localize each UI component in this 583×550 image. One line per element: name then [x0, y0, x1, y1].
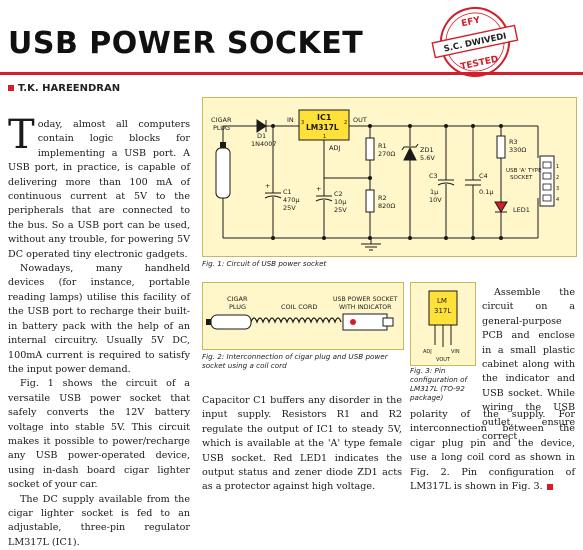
right-column-continued: polarity of the supply. For interconnect… [410, 408, 575, 494]
svg-text:+: + [316, 185, 321, 193]
author-name: T.K. HAREENDRAN [18, 83, 121, 94]
svg-text:1N4007: 1N4007 [251, 140, 277, 148]
efy-tested-stamp: EFY S.C. DWIVEDI TESTED [431, 7, 519, 77]
svg-text:ZD1: ZD1 [420, 146, 434, 154]
svg-text:270Ω: 270Ω [378, 150, 395, 158]
svg-text:LED1: LED1 [513, 206, 530, 214]
svg-text:IN: IN [287, 116, 294, 124]
svg-text:CIGAR: CIGAR [227, 295, 248, 303]
page-title: USB POWER SOCKET [8, 26, 364, 61]
svg-text:VOUT: VOUT [436, 357, 451, 363]
svg-text:3: 3 [556, 186, 559, 192]
middle-column: Capacitor C1 buffers any disorder in the… [202, 394, 402, 495]
svg-text:25V: 25V [334, 206, 347, 214]
figure-3-box: LM 317L ADJ VOUT VIN [410, 282, 476, 366]
svg-text:OUT: OUT [353, 116, 367, 124]
svg-text:SOCKET: SOCKET [510, 175, 533, 181]
svg-text:IC1: IC1 [317, 113, 332, 122]
svg-text:4: 4 [556, 197, 559, 203]
svg-text:25V: 25V [283, 204, 296, 212]
svg-text:1μ: 1μ [430, 188, 438, 196]
svg-text:USB 'A' TYPE: USB 'A' TYPE [506, 168, 542, 174]
stamp-top: EFY [461, 15, 482, 29]
svg-text:10V: 10V [429, 196, 442, 204]
svg-text:LM: LM [437, 297, 447, 305]
svg-text:0.1μ: 0.1μ [479, 188, 493, 196]
svg-text:C1: C1 [283, 188, 292, 196]
svg-text:2: 2 [556, 175, 559, 181]
svg-text:C4: C4 [479, 172, 488, 180]
svg-text:1: 1 [556, 164, 559, 170]
svg-text:VIN: VIN [451, 349, 460, 355]
svg-text:R3: R3 [509, 138, 518, 146]
svg-text:330Ω: 330Ω [509, 146, 526, 154]
right-column: Assemble the circuit on a general-purpos… [482, 286, 575, 444]
paragraph-text: oday, almost all computers contain logic… [8, 119, 190, 260]
author-byline: T.K. HAREENDRAN [8, 83, 120, 94]
paragraph: Capacitor C1 buffers any disorder in the… [202, 395, 402, 493]
svg-text:470μ: 470μ [283, 196, 300, 204]
svg-text:D1: D1 [257, 132, 266, 140]
paragraph: Assemble the circuit on a general-purpos… [482, 287, 575, 443]
cigar-plug-icon [215, 147, 231, 199]
svg-text:PLUG: PLUG [229, 303, 246, 311]
svg-text:WITH INDICATOR: WITH INDICATOR [339, 304, 392, 311]
svg-text:CIGAR: CIGAR [211, 116, 232, 124]
svg-text:1: 1 [323, 134, 326, 140]
coil-cord-interconnection: CIGAR PLUG COIL CORD USB POWER SOCKET WI… [206, 295, 398, 331]
svg-text:R2: R2 [378, 194, 387, 202]
svg-text:3: 3 [301, 120, 304, 126]
svg-text:5.6V: 5.6V [420, 154, 435, 162]
figure-1-box: CIGAR PLUG D1 1N4007 IN OUT ADJ IC1 LM31… [202, 97, 577, 257]
svg-text:ADJ: ADJ [423, 349, 432, 355]
title-rule [0, 72, 583, 75]
lm317l-pinout: LM 317L ADJ VOUT VIN [423, 290, 460, 363]
figure-2-box: CIGAR PLUG COIL CORD USB POWER SOCKET WI… [202, 282, 404, 350]
svg-text:ADJ: ADJ [329, 144, 340, 152]
drop-cap: T [8, 112, 35, 158]
svg-text:C3: C3 [429, 172, 438, 180]
svg-text:+: + [265, 182, 270, 190]
paragraph: The DC supply available from the cigar l… [8, 493, 190, 548]
paragraph: polarity of the supply. For interconnect… [410, 408, 575, 494]
figure-2-caption: Fig. 2: Interconnection of cigar plug an… [202, 352, 388, 370]
svg-text:R1: R1 [378, 142, 387, 150]
svg-text:LM317L: LM317L [306, 123, 339, 132]
paragraph: Nowadays, many handheld devices (for ins… [8, 263, 190, 375]
cigar-plug-icon [210, 314, 252, 330]
svg-text:C2: C2 [334, 190, 343, 198]
bullet-square-icon [8, 85, 14, 91]
figure-1-caption: Fig. 1: Circuit of USB power socket [202, 259, 327, 268]
paragraph: Fig. 1 shows the circuit of a versatile … [8, 378, 190, 491]
svg-text:10μ: 10μ [334, 198, 346, 206]
svg-text:PLUG: PLUG [213, 124, 230, 132]
paragraph-text: polarity of the supply. For interconnect… [410, 409, 575, 493]
svg-text:2: 2 [344, 120, 347, 126]
figure-3-caption: Fig. 3: Pin configuration of LM317L (TO-… [410, 366, 468, 402]
usb-power-socket-circuit: CIGAR PLUG D1 1N4007 IN OUT ADJ IC1 LM31… [211, 109, 559, 251]
svg-text:317L: 317L [434, 307, 451, 315]
svg-text:COIL CORD: COIL CORD [281, 303, 317, 311]
end-mark-icon [546, 483, 553, 490]
svg-text:820Ω: 820Ω [378, 202, 395, 210]
svg-text:USB POWER SOCKET: USB POWER SOCKET [333, 296, 398, 303]
